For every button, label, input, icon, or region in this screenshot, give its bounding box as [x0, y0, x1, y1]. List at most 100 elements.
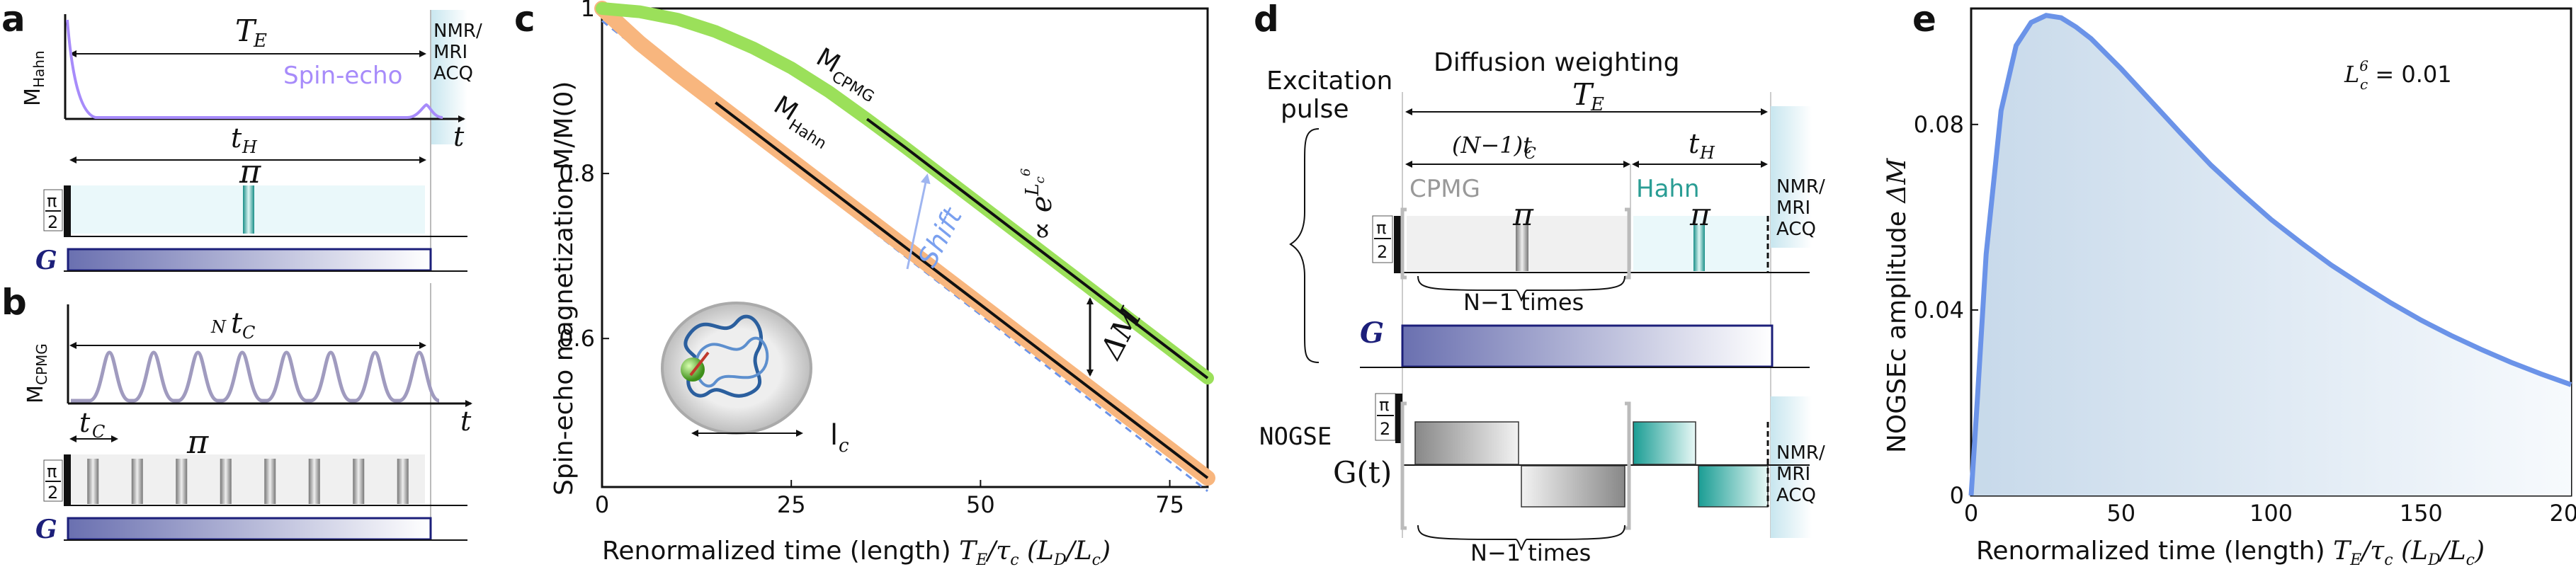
d-half-pi-top: π 2: [1372, 215, 1393, 263]
b-pi-pulse: [87, 459, 99, 504]
e-ytick-label: 0.04: [1914, 297, 1964, 323]
svg-text:t: t: [231, 307, 243, 340]
svg-text:π: π: [1379, 395, 1389, 415]
b-excitation-pulse: [64, 454, 71, 505]
b-g-label: G: [35, 515, 57, 544]
c-ylabel: Spin-echo magnetization M/M(0): [550, 81, 579, 496]
b-tc-label: t C: [79, 407, 105, 442]
c-hahn-line: [715, 101, 1209, 479]
a-t-label: t: [453, 121, 465, 152]
svg-text:C: C: [1524, 145, 1536, 163]
d-n1-brace-top: [1417, 275, 1625, 302]
d-acq-region-bottom: [1771, 396, 1812, 538]
d-n1-times-bottom: N−1 times: [1470, 539, 1591, 566]
a-spin-echo-curve: [66, 19, 443, 119]
b-gradient-pulse: [67, 517, 432, 541]
a-gradient-pulse: [67, 248, 432, 272]
d-nogse-lobe-2: [1521, 465, 1625, 508]
e-xtick-label: 100: [2249, 500, 2293, 527]
svg-text:c: c: [839, 435, 849, 457]
b-pi-pulse: [264, 459, 276, 504]
d-brace: [1289, 128, 1320, 363]
panel-b: b M CPMG t N t C t C π π 2: [1, 282, 472, 544]
d-gt-label: G(t): [1333, 455, 1392, 490]
a-g-label: G: [35, 246, 57, 275]
svg-text:t: t: [79, 407, 91, 438]
d-acq-region-top: [1771, 106, 1812, 248]
d-hahn-label: Hahn: [1636, 175, 1700, 203]
panel-d-label: d: [1254, 0, 1279, 40]
spin-vector: [689, 351, 710, 377]
d-pi-pulse-cpmg: [1516, 225, 1528, 271]
c-shift-arrow: [906, 173, 931, 270]
svg-text:H: H: [1699, 143, 1715, 163]
d-acq-bot-1: NMR/: [1776, 442, 1825, 464]
panel-b-ylabel: M CPMG: [23, 343, 50, 403]
c-delta-label: ΔM: [1093, 302, 1149, 365]
svg-text:T: T: [235, 13, 257, 48]
b-pi-pulse: [176, 459, 188, 504]
panel-b-label: b: [1, 282, 27, 323]
a-pi-label: π: [239, 152, 261, 190]
e-xtick-label: 150: [2400, 500, 2443, 527]
d-acq-top-2: MRI: [1776, 197, 1810, 219]
svg-text:π: π: [47, 191, 57, 211]
d-excitation-pulse: [1394, 216, 1402, 273]
svg-text:2: 2: [47, 212, 58, 232]
acq-a-1: NMR/: [433, 21, 482, 42]
d-diffusion-label: Diffusion weighting: [1434, 48, 1679, 77]
svg-text:t: t: [1689, 128, 1700, 159]
svg-text:Hahn: Hahn: [30, 50, 47, 88]
d-te-label: T E: [1572, 77, 1604, 115]
panel-a: a NMR/ MRI ACQ M Hahn t T E Spin-echo t …: [1, 0, 482, 275]
svg-text:2: 2: [47, 483, 58, 503]
e-xtick-label: 0: [1964, 500, 1978, 527]
a-spin-echo-label: Spin-echo: [283, 62, 402, 90]
e-xtick-label: 200: [2549, 500, 2576, 527]
panel-a-ylabel: M Hahn: [21, 50, 47, 106]
svg-text:M: M: [21, 88, 45, 106]
c-prop-label: ∝ eLc6: [1019, 168, 1058, 241]
b-half-pi: π 2: [43, 459, 63, 503]
svg-text:2: 2: [1380, 419, 1390, 439]
e-ylabel: NOGSEc amplitude ΔM: [1883, 158, 1912, 453]
d-acq-bot-3: ACQ: [1776, 485, 1816, 506]
chromatin-strand-2: [694, 336, 769, 388]
e-xlabel: Renormalized time (length) TE/τc (LD/Lc): [1976, 537, 2485, 567]
svg-text:2: 2: [1377, 242, 1388, 262]
d-nogse-lobe-1: [1414, 421, 1519, 465]
panel-a-label: a: [1, 0, 25, 40]
d-half-pi-bottom: π 2: [1375, 393, 1396, 441]
d-nogse-excitation: [1395, 394, 1402, 443]
d-n1tc-label: (N−1)t C: [1452, 132, 1536, 163]
e-ytick-label: 0.08: [1914, 111, 1964, 138]
svg-text:(N−1)t: (N−1)t: [1452, 132, 1532, 159]
d-nogse-lobe-3: [1633, 421, 1696, 465]
acq-a-2: MRI: [433, 42, 467, 63]
d-nogse-brackets: [1400, 401, 1631, 530]
svg-text:N: N: [210, 317, 227, 337]
svg-text:C: C: [242, 323, 255, 343]
d-nogse-lobe-4: [1698, 465, 1769, 508]
a-te-label: T E: [235, 13, 267, 52]
d-excitation-line1: Excitation: [1266, 67, 1392, 96]
a-th-label: t H: [231, 122, 258, 157]
d-nogse-label: NOGSE: [1259, 423, 1332, 451]
panel-e: e NOGSEc amplitude ΔM 05010015020000.040…: [1883, 0, 2576, 567]
svg-text:Renormalized time (length) TE/: Renormalized time (length) TE/τc (LD/Lc): [1976, 537, 2485, 567]
svg-text:l: l: [830, 419, 838, 452]
e-ytick-label: 0: [1950, 482, 1964, 509]
d-acq-bot-2: MRI: [1776, 464, 1810, 485]
c-ytick-label: 0.6: [559, 325, 595, 352]
d-excitation-line2: pulse: [1281, 95, 1349, 124]
c-lc-label: l c: [830, 419, 849, 457]
svg-text:T: T: [1572, 77, 1594, 112]
a-excitation-pulse: [64, 185, 71, 236]
svg-text:CPMG: CPMG: [33, 343, 50, 385]
a-pi-pulse: [243, 185, 254, 234]
svg-text:L6c = 0.01: L6c = 0.01: [2344, 57, 2452, 93]
d-cpmg-label: CPMG: [1409, 175, 1480, 203]
a-half-pi: π 2: [43, 189, 63, 232]
